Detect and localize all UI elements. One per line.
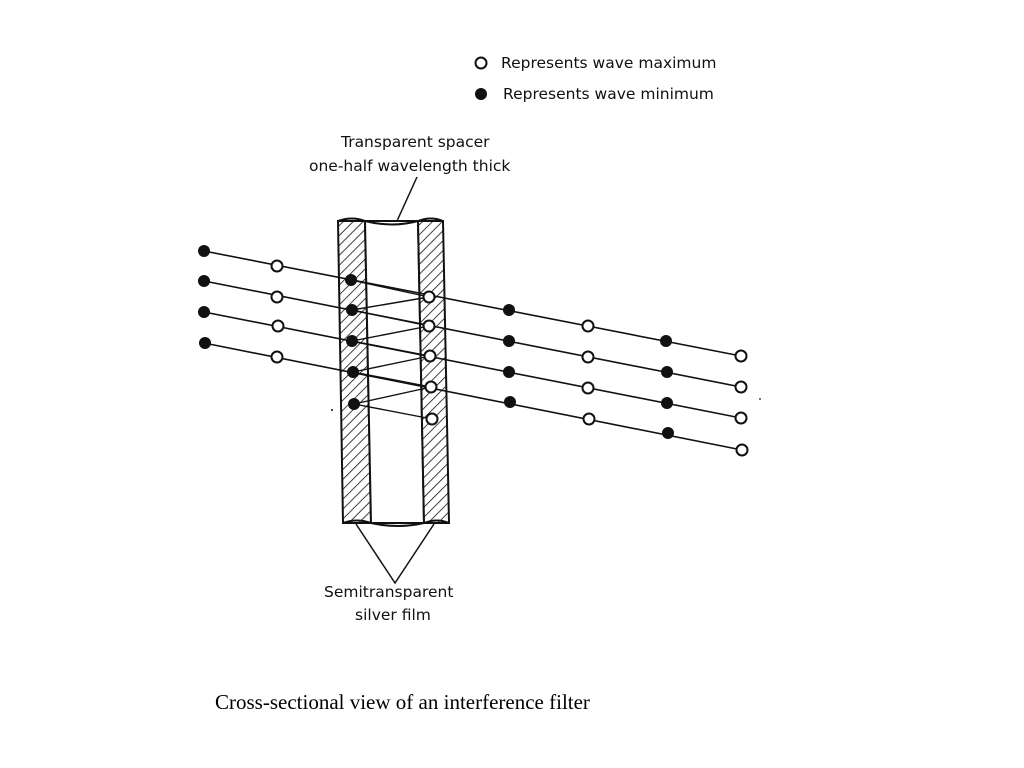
wave-minimum-marker xyxy=(661,397,673,409)
wave-maximum-marker xyxy=(735,443,749,457)
figure-caption: Cross-sectional view of an interference … xyxy=(215,690,590,714)
wave-minimum-marker xyxy=(347,366,359,378)
wave-minimum-marker xyxy=(198,245,210,257)
wave-maximum-marker xyxy=(581,381,595,395)
wave-minimum-marker xyxy=(504,396,516,408)
wave-minimum-marker xyxy=(346,335,358,347)
wave-minimum-marker xyxy=(503,366,515,378)
wave-maximum-marker xyxy=(734,380,748,394)
wave-minimum-marker xyxy=(662,427,674,439)
reflection-path xyxy=(351,309,430,327)
reflection-path xyxy=(353,386,432,405)
wave-minimum-marker xyxy=(661,366,673,378)
wave-minimum-marker xyxy=(503,304,515,316)
wave-maximum-marker xyxy=(734,411,748,425)
wave-minimum-marker xyxy=(503,335,515,347)
filter-bottom-break xyxy=(342,519,450,527)
spacer-label-line1: Transparent spacer xyxy=(340,133,490,151)
wave-maximum-marker xyxy=(581,319,595,333)
wave-minimum-marker xyxy=(345,274,357,286)
wave-maximum-marker xyxy=(581,350,595,364)
wave-minimum-marker xyxy=(199,337,211,349)
transparent-spacer xyxy=(363,220,426,524)
wave-maximum-marker xyxy=(423,349,437,363)
right-silver-film xyxy=(416,220,451,524)
wave-maximum-marker xyxy=(424,380,438,394)
silver-film-label: Semitransparent silver film xyxy=(324,523,453,624)
reflection-path xyxy=(351,296,430,311)
reflection-path xyxy=(352,371,432,388)
legend: Represents wave maximum Represents wave … xyxy=(474,54,716,103)
spacer-label: Transparent spacer one-half wavelength t… xyxy=(309,133,510,233)
wave-ray-2 xyxy=(203,280,742,388)
wave-minimum-marker xyxy=(660,335,672,347)
silver-film-leader-lines xyxy=(355,523,435,585)
wave-maximum-marker xyxy=(270,290,284,304)
wave-maximum-legend-marker xyxy=(474,56,488,70)
wave-ray-1 xyxy=(203,250,742,357)
wave-maximum-marker xyxy=(270,350,284,364)
wave-maxima xyxy=(270,259,749,457)
reflection-path xyxy=(351,340,431,357)
reflection-path xyxy=(352,355,431,373)
reflection-path xyxy=(353,403,433,420)
wave-rays xyxy=(203,250,743,451)
silver-film-label-line1: Semitransparent xyxy=(324,583,453,601)
wave-ray-4 xyxy=(203,342,743,451)
wave-maximum-marker xyxy=(270,259,284,273)
legend-maximum-label: Represents wave maximum xyxy=(501,54,716,72)
legend-minimum-label: Represents wave minimum xyxy=(503,85,714,103)
wave-minimum-marker xyxy=(348,398,360,410)
spacer-label-line2: one-half wavelength thick xyxy=(309,157,510,175)
wave-ray-3 xyxy=(203,311,742,419)
reflection-path xyxy=(350,279,430,298)
silver-film-label-line2: silver film xyxy=(355,606,431,624)
wave-minimum-legend-marker xyxy=(475,88,487,100)
scan-speck xyxy=(759,398,761,400)
wave-minima xyxy=(198,245,674,439)
wave-maximum-marker xyxy=(422,290,436,304)
filter-top-break xyxy=(337,217,444,226)
wave-maximum-marker xyxy=(582,412,596,426)
wave-minimum-marker xyxy=(198,306,210,318)
internal-reflections xyxy=(350,279,433,420)
wave-minimum-marker xyxy=(346,304,358,316)
wave-minimum-marker xyxy=(198,275,210,287)
reflection-path xyxy=(351,325,430,342)
wave-maximum-marker xyxy=(422,319,436,333)
wave-maximum-marker xyxy=(734,349,748,363)
scan-speck xyxy=(331,409,333,411)
wave-maximum-marker xyxy=(271,319,285,333)
wave-maximum-marker xyxy=(425,412,439,426)
